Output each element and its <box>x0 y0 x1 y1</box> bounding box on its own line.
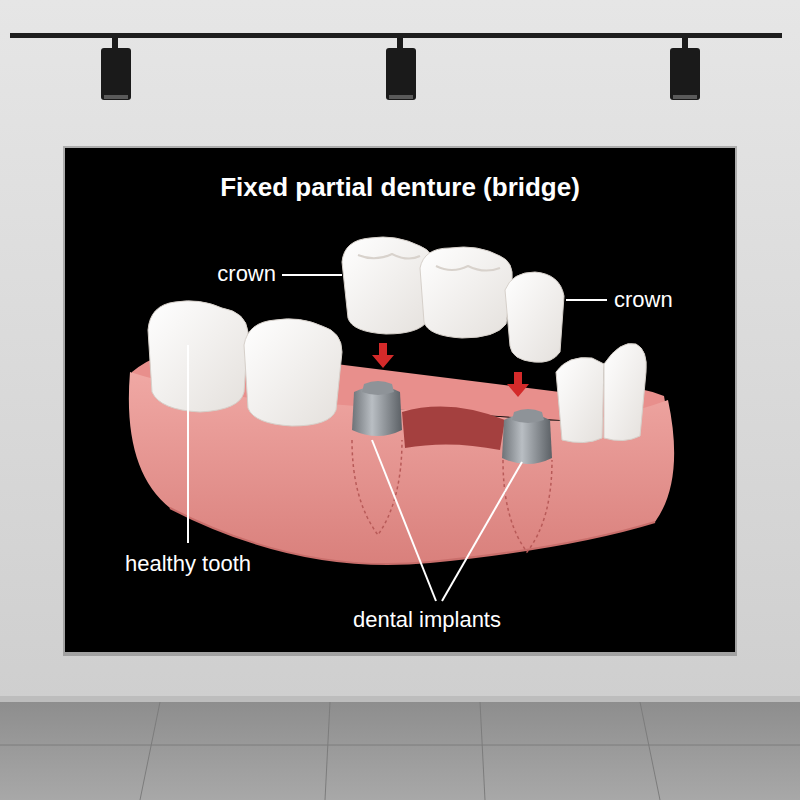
part-label: healthy tooth <box>125 551 251 577</box>
part-label: dental implants <box>353 607 501 633</box>
part-label: crown <box>614 287 673 313</box>
poster-title: Fixed partial denture (bridge) <box>65 172 735 203</box>
part-label: crown <box>217 261 276 287</box>
